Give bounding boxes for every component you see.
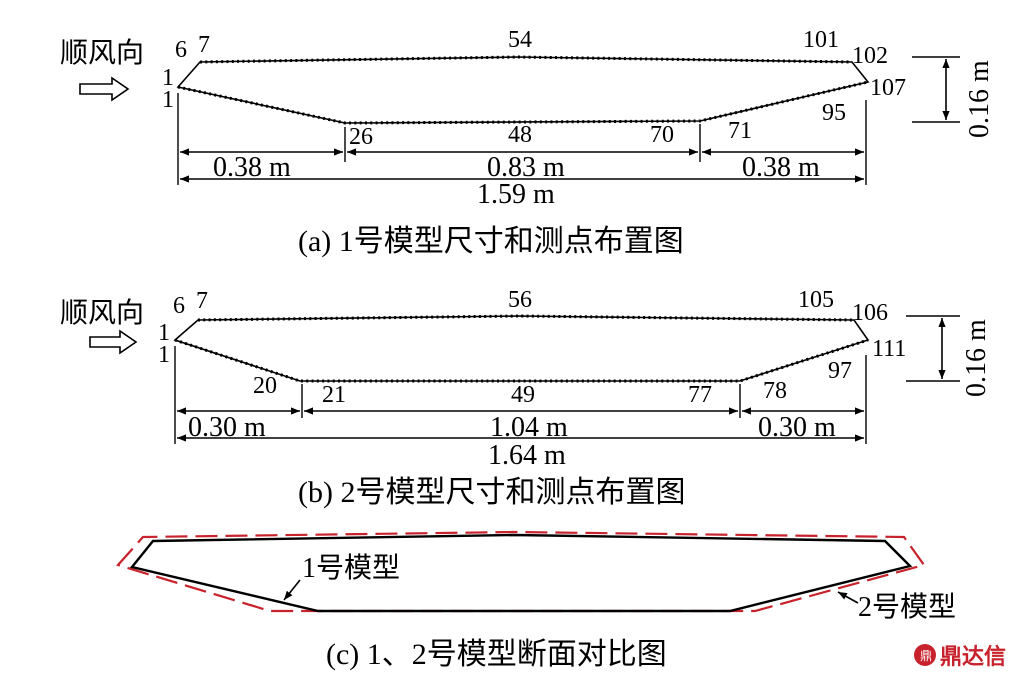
top-measure-points-2	[197, 314, 855, 322]
caption-c: (c) 1、2号模型断面对比图	[326, 638, 667, 671]
point-label-26: 26	[349, 124, 373, 150]
section-outline-model2	[173, 315, 870, 382]
dim-label-left: 0.38 m	[213, 152, 291, 183]
point-label-20: 20	[253, 373, 277, 399]
dim-label-right-2: 0.30 m	[758, 412, 836, 443]
caption-b: (b) 2号模型尺寸和测点布置图	[298, 476, 685, 509]
legend-label-model1: 1号模型	[302, 552, 400, 584]
wind-direction-label: 顺风向	[60, 37, 144, 69]
panel-a-model1: 顺风向 1 1 6 7 54 101 102 107 95 71 70 48 2…	[60, 27, 995, 258]
point-label-54: 54	[508, 27, 532, 53]
dim-label-total: 1.59 m	[477, 179, 555, 210]
point-label-101: 101	[803, 27, 839, 53]
point-label-48: 48	[508, 122, 532, 148]
legend-label-model2: 2号模型	[858, 591, 956, 623]
caption-a: (a) 1号模型尺寸和测点布置图	[298, 225, 684, 258]
section-outline-model1	[176, 56, 870, 124]
wind-direction-label-2: 顺风向	[60, 297, 144, 329]
point-label-71: 71	[728, 118, 752, 144]
panel-b-model2: 顺风向 1 1 6 7 56 105 106 111 97 78 77 49 2…	[60, 287, 992, 509]
point-label-6: 6	[175, 37, 187, 63]
watermark-logo-icon	[914, 644, 936, 666]
svg-text:鼎: 鼎	[920, 649, 932, 663]
point-label-97: 97	[828, 358, 852, 384]
point-label-1: 1	[162, 65, 174, 91]
bottom-measure-points	[177, 80, 869, 125]
point-label-111: 111	[872, 336, 906, 362]
point-label-1b: 1	[162, 87, 174, 113]
section-outline-model1-black	[129, 533, 913, 613]
wind-arrow-icon	[79, 76, 130, 102]
point-label-95: 95	[822, 100, 846, 126]
dim-label-total-2: 1.64 m	[488, 440, 566, 471]
wind-arrow-icon-2	[89, 329, 138, 355]
watermark: 鼎 鼎达信	[914, 644, 1006, 670]
top-measure-points	[199, 55, 853, 64]
point-label-70: 70	[650, 122, 674, 148]
point-label-77: 77	[688, 382, 712, 408]
leader-arrow-model1	[283, 579, 301, 601]
point-label-56: 56	[508, 287, 532, 313]
point-label-21: 21	[322, 382, 346, 408]
dim-label-mid: 0.83 m	[487, 152, 565, 183]
point-label-7: 7	[196, 288, 208, 314]
section-outline-model2-red	[116, 530, 926, 613]
dim-label-left-2: 0.30 m	[188, 412, 266, 443]
point-label-106: 106	[852, 300, 888, 326]
dim-label-height: 0.16 m	[964, 60, 995, 138]
watermark-text: 鼎达信	[940, 644, 1006, 670]
point-label-1: 1	[158, 320, 170, 346]
panel-c-comparison: 1号模型 2号模型 (c) 1、2号模型断面对比图	[116, 530, 956, 671]
point-label-6: 6	[173, 293, 185, 319]
point-label-107: 107	[870, 75, 906, 101]
point-label-49: 49	[511, 382, 535, 408]
leader-arrow-model2	[837, 591, 859, 604]
point-label-102: 102	[852, 43, 888, 69]
point-label-78: 78	[763, 378, 787, 404]
point-label-1b: 1	[158, 342, 170, 368]
point-label-105: 105	[798, 287, 834, 313]
point-label-7: 7	[198, 32, 210, 58]
dim-label-right: 0.38 m	[742, 152, 820, 183]
bottom-measure-points-2	[174, 338, 869, 383]
dim-label-height-2: 0.16 m	[961, 319, 992, 397]
dim-label-mid-2: 1.04 m	[490, 412, 568, 443]
